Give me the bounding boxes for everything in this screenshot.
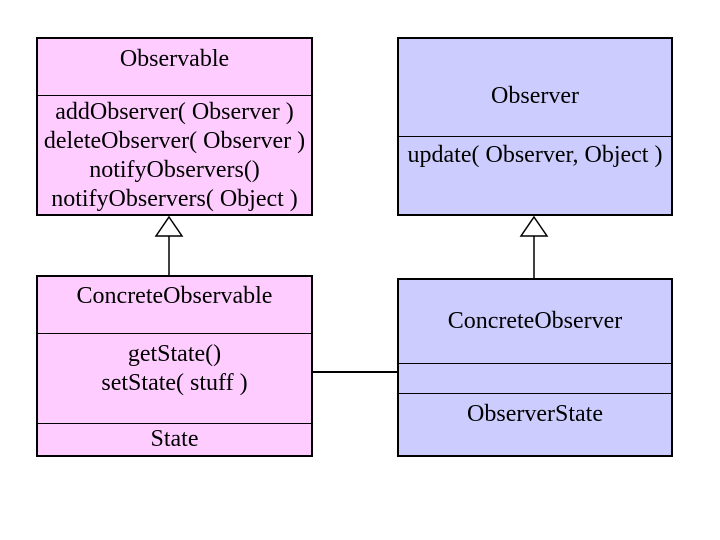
class-name: ConcreteObservable <box>76 283 273 309</box>
method: notifyObservers( Object ) <box>51 186 298 212</box>
method: setState( stuff ) <box>101 370 248 396</box>
generalization-arrow-to-observer <box>519 215 549 279</box>
attribute: State <box>150 426 199 452</box>
attribute: ObserverState <box>467 401 603 427</box>
class-name: Observer <box>491 83 579 109</box>
class-box-observer: Observer update( Observer, Object ) <box>397 37 673 216</box>
class-box-observable: Observable addObserver( Observer ) delet… <box>36 37 313 216</box>
class-name: ConcreteObserver <box>447 308 623 334</box>
attributes-compartment: State <box>38 423 311 455</box>
generalization-arrow-to-observable <box>154 215 184 276</box>
method: update( Observer, Object ) <box>407 142 663 168</box>
methods-compartment: addObserver( Observer ) deleteObserver( … <box>38 95 311 214</box>
attributes-compartment: ObserverState <box>399 393 671 455</box>
method: notifyObservers() <box>89 157 260 183</box>
class-box-concrete-observable: ConcreteObservable getState() setState( … <box>36 275 313 457</box>
hollow-triangle-icon <box>519 215 549 237</box>
methods-compartment: getState() setState( stuff ) <box>38 333 311 423</box>
methods-compartment: update( Observer, Object ) <box>399 136 671 214</box>
class-box-concrete-observer: ConcreteObserver ObserverState <box>397 278 673 457</box>
hollow-triangle-icon <box>154 215 184 237</box>
class-name: Observable <box>119 46 230 72</box>
method: deleteObserver( Observer ) <box>43 128 306 154</box>
method: addObserver( Observer ) <box>55 99 294 125</box>
methods-compartment-empty <box>399 363 671 393</box>
method: getState() <box>127 341 222 367</box>
